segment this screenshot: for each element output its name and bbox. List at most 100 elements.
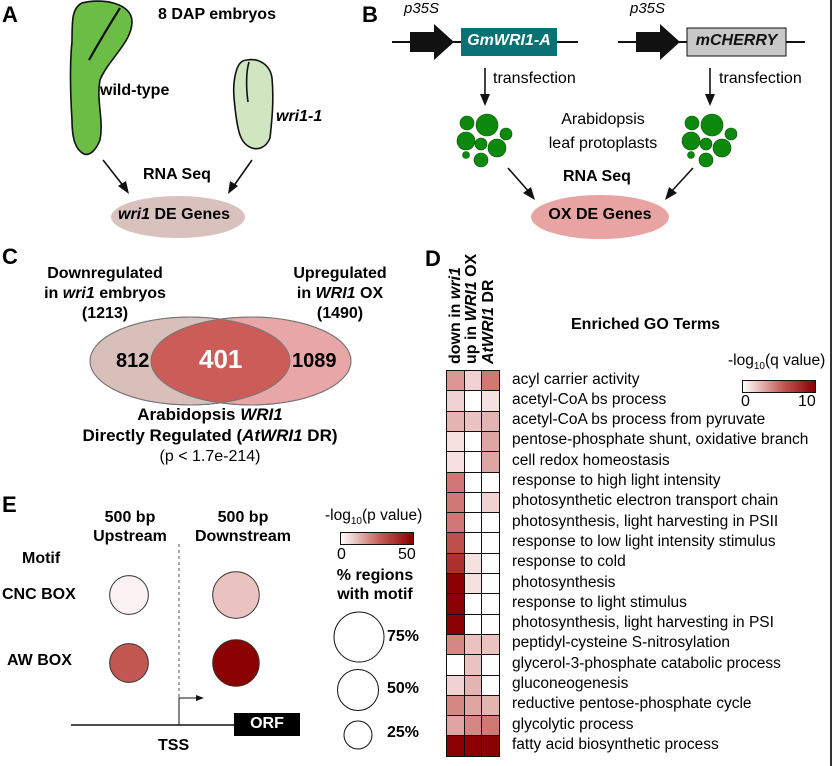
go-term-label: peptidyl-cysteine S-nitrosylation [512, 634, 730, 652]
panel-e-letter: E [2, 492, 17, 517]
panel-d-letter: D [425, 246, 441, 271]
go-term-label: response to cold [512, 553, 626, 571]
text-part: (p value) [361, 507, 423, 524]
text-part: -log [325, 507, 351, 524]
venn-right-only-count: 1089 [292, 350, 337, 372]
go-term-label: photosynthesis [512, 573, 616, 591]
heatmap-legend-label: -log10(q value) [728, 352, 825, 372]
text-part-italic: AtWRI1 [242, 426, 303, 445]
heatmap-legend-max: 10 [798, 393, 816, 410]
panel-b-method: RNA Seq [563, 168, 631, 185]
downstream-header: 500 bp Downstream [188, 508, 298, 546]
upstream-header-line1: 500 bp [104, 509, 156, 526]
protoplast-label-line2: leaf protoplasts [548, 135, 658, 152]
go-term-label: gluconeogenesis [512, 675, 629, 692]
go-term-label: fatty acid biosynthetic process [512, 735, 719, 753]
venn-caption: Arabidopsis WRI1 Directly Regulated (AtW… [40, 404, 380, 467]
motif-bubble [109, 575, 149, 615]
gmwri1-box [461, 28, 557, 56]
heatmap-color-scale [742, 380, 816, 393]
venn-right-title-line1: Upregulated [293, 265, 387, 282]
go-term-label: cell redox homeostasis [512, 451, 670, 469]
motif-row-label: CNC BOX [2, 586, 76, 603]
arrow-head-icon [665, 187, 677, 200]
arrow-head-icon [196, 695, 204, 701]
motif-legend-max: 50 [398, 546, 416, 563]
upstream-header-line2: Upstream [93, 528, 167, 545]
motif-bubble [212, 639, 260, 687]
venn-left-count: (1213) [81, 305, 129, 322]
panel-a-method: RNA Seq [143, 166, 211, 183]
go-term-label: acetyl-CoA bs process [512, 390, 667, 408]
size-legend-title-line1: % regions [336, 567, 414, 584]
text-part: Directly Regulated ( [82, 426, 243, 445]
venn-right-count: (1490) [316, 305, 364, 322]
go-term-label: acyl carrier activity [512, 370, 640, 388]
arrow-head-icon [118, 181, 129, 194]
venn-left-title-line2: in wri1 embryos [30, 284, 180, 304]
motif-color-scale [340, 532, 414, 545]
motif-row-label: AW BOX [7, 652, 72, 669]
protoplast-label: Arabidopsis leaf protoplasts [528, 108, 678, 156]
venn-right-title: Upregulated in WRI1 OX (1490) [280, 264, 400, 324]
size-legend-title: % regions with motif [325, 566, 425, 604]
panel-a-title: 8 DAP embryos [158, 6, 276, 23]
text-part: 10 [350, 516, 362, 528]
motif-legend-label: -log10(p value) [325, 507, 422, 527]
panel-b-letter: B [362, 2, 378, 27]
size-legend-circle-75 [333, 611, 385, 663]
wildtype-embryo-icon [69, 0, 133, 156]
heatmap-cell [481, 735, 500, 758]
venn-caption-line2: Directly Regulated (AtWRI1 DR) [40, 425, 380, 446]
size-legend-label: 50% [387, 680, 420, 697]
go-term-label: photosynthetic electron transport chain [512, 492, 779, 510]
arrow-head-icon [228, 181, 238, 194]
ox-de-genes-ellipse [531, 195, 669, 239]
motif-legend-min: 0 [337, 546, 346, 563]
promoter-2-label: p35S [630, 0, 666, 17]
arrow-head-icon [480, 94, 490, 106]
go-term-label: glycerol-3-phosphate catabolic process [512, 654, 781, 672]
figure-right-border [830, 0, 832, 766]
go-term-label: response to light stimulus [512, 593, 687, 611]
text-part-italic: wri1 [62, 285, 95, 302]
mutant-embryo-icon [232, 58, 274, 150]
promoter-arrow-2-icon [636, 24, 680, 60]
text-part-italic: WRI1 [315, 285, 356, 302]
venn-left-title-line1: Downregulated [47, 265, 163, 282]
transfection-1-label: transfection [493, 70, 576, 87]
mcherry-box [686, 27, 787, 57]
arrow-head-icon [523, 187, 535, 200]
text-part: in [44, 285, 63, 302]
go-term-label: response to high light intensity [512, 472, 721, 489]
venn-pvalue: (p < 1.7e-214) [159, 448, 261, 465]
tss-arrow-icon [178, 697, 198, 725]
motif-header: Motif [22, 550, 61, 567]
venn-overlap [151, 317, 290, 405]
downstream-header-line1: 500 bp [217, 509, 269, 526]
wri1-de-genes-label: wri1 DE Genes [118, 206, 230, 224]
venn-right-title-line2: in WRI1 OX [280, 284, 400, 304]
text-part: in [296, 285, 316, 302]
wri1-de-genes-italic: wri1 [118, 206, 151, 223]
mutant-label: wri1-1 [276, 108, 323, 125]
arrow-head-icon [705, 94, 715, 106]
go-term-label: response to low light intensity stimulus [512, 532, 776, 550]
text-part: OX [355, 285, 384, 302]
size-legend-circle-25 [343, 720, 373, 750]
orf-label: ORF [250, 715, 284, 732]
protoplast-cluster-2-icon [681, 113, 738, 168]
protoplast-cluster-1-icon [456, 113, 513, 168]
heatmap-legend-min: 0 [741, 393, 750, 410]
motif-bubble [109, 643, 149, 683]
mutant-embryo-cleft [245, 61, 250, 103]
protoplast-label-line1: Arabidopsis [561, 111, 645, 128]
text-part: (q value) [764, 352, 826, 369]
go-term-label: acetyl-CoA bs process from pyruvate [512, 411, 766, 429]
mcherry-text: mCHERRY [695, 32, 778, 49]
venn-overlap-count: 401 [199, 344, 243, 374]
downstream-header-line2: Downstream [194, 528, 292, 545]
